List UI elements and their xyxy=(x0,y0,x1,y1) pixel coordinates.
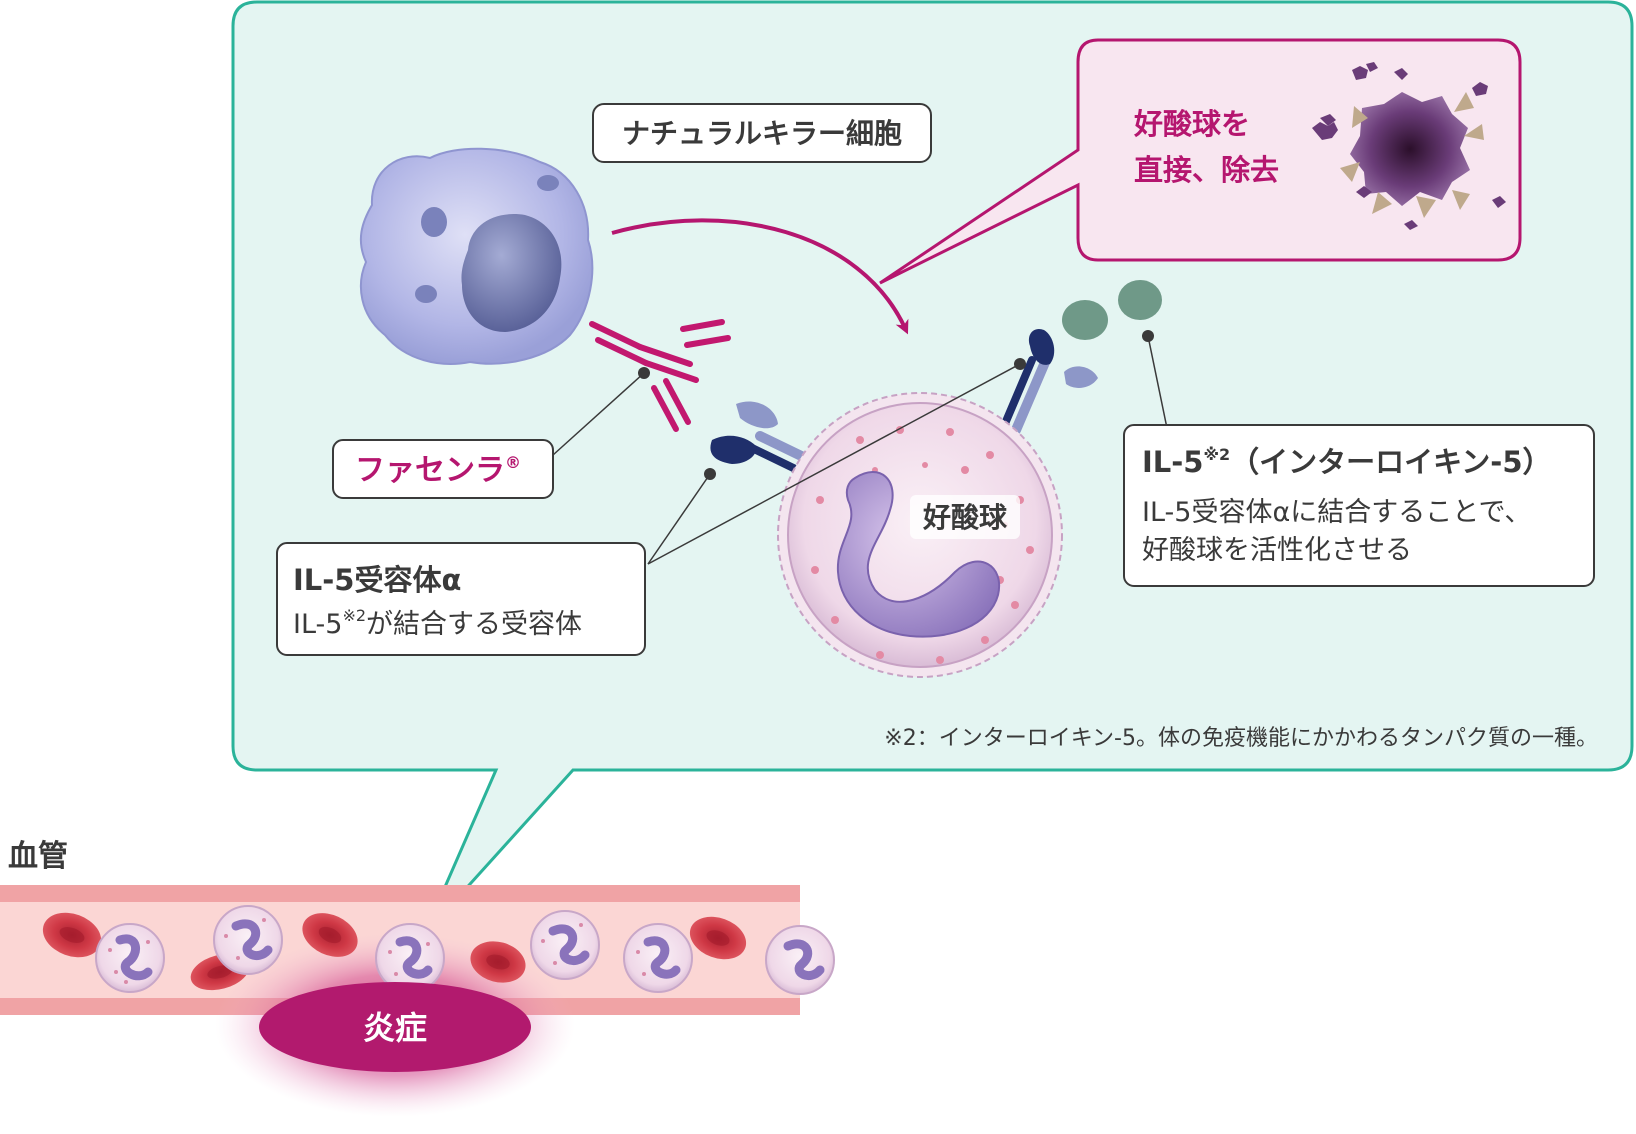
attack-arrow xyxy=(611,218,909,335)
eosinophil-small-icon xyxy=(765,925,835,995)
removal-text-line1: 好酸球を xyxy=(1133,107,1250,141)
vessel-eosinophils xyxy=(95,905,835,995)
red-blood-cell-icon xyxy=(470,941,526,983)
eosinophil-small-icon xyxy=(95,923,165,993)
red-blood-cell-icon xyxy=(302,913,358,957)
inflammation-badge: 炎症 xyxy=(259,982,531,1072)
il5-receptor-desc-prefix: IL-5 xyxy=(293,609,342,640)
antibody-icon xyxy=(589,319,731,432)
il5-molecule-icon xyxy=(1062,280,1162,340)
il5-description-line2: 好酸球を活性化させる xyxy=(1142,535,1412,566)
footnote: ※2：インターロイキン-5。体の免疫機能にかかわるタンパク質の一種。 xyxy=(884,726,1598,751)
nk-cell-label: ナチュラルキラー細胞 xyxy=(622,117,902,150)
il5-receptor-description: IL-5※2が結合する受容体 xyxy=(293,606,582,640)
eosinophil-nucleus xyxy=(836,471,1001,638)
nk-cell-label-box: ナチュラルキラー細胞 xyxy=(592,103,932,163)
removal-callout: 好酸球を 直接、除去 xyxy=(879,38,1522,285)
inflammation-label: 炎症 xyxy=(363,1009,427,1047)
connector-lines xyxy=(552,335,1169,565)
il5-title-prefix: IL-5 xyxy=(1142,445,1203,479)
red-blood-cell-icon xyxy=(42,912,102,958)
nk-cell-icon xyxy=(359,147,594,365)
il5-label-frame xyxy=(1123,424,1595,587)
fasenra-registered-mark: ® xyxy=(505,453,521,472)
destroyed-cell-icon xyxy=(1312,62,1506,230)
nk-vacuole xyxy=(415,285,437,303)
il5-receptor-desc-sup: ※2 xyxy=(342,606,366,625)
il5-description-line1: IL-5受容体αに結合することで、 xyxy=(1142,497,1531,528)
removal-text-line2: 直接、除去 xyxy=(1134,153,1279,187)
il5-receptor-label-box: IL-5受容体α IL-5※2が結合する受容体 xyxy=(276,542,646,656)
eosinophil-small-icon xyxy=(530,910,600,980)
il5-receptor-title: IL-5受容体α xyxy=(293,563,461,597)
il5-label-box: IL-5※2（インターロイキン-5） IL-5受容体αに結合することで、 好酸球… xyxy=(1123,424,1595,587)
eosinophil-label: 好酸球 xyxy=(922,501,1008,534)
removal-callout-frame xyxy=(879,38,1522,285)
nk-cell-nucleus xyxy=(461,214,562,332)
fasenra-label-box: ファセンラ® xyxy=(332,439,554,499)
red-blood-cell-icon xyxy=(689,916,747,960)
eosinophil-label-bg xyxy=(910,495,1020,539)
eosinophil-small-icon xyxy=(623,923,693,993)
nk-cell-label-frame xyxy=(592,103,932,163)
il5-title-suffix: （インターロイキン-5） xyxy=(1230,445,1551,479)
il5-receptor-label-frame xyxy=(276,542,646,656)
fasenra-name: ファセンラ xyxy=(355,453,505,488)
fasenra-label: ファセンラ® xyxy=(355,453,521,488)
il5-title: IL-5※2（インターロイキン-5） xyxy=(1142,445,1552,479)
connector-dots xyxy=(638,330,1154,480)
nk-vacuole xyxy=(537,175,559,191)
eosinophil-small-icon xyxy=(213,905,283,975)
nk-vacuole xyxy=(421,207,447,237)
eosinophil-small-icon xyxy=(375,923,445,993)
receptor-icon xyxy=(1000,328,1098,435)
vessel-wall-top xyxy=(0,885,800,902)
inflammation-ellipse xyxy=(259,982,531,1072)
il5-receptor-desc-suffix: が結合する受容体 xyxy=(366,609,582,640)
il5-title-sup: ※2 xyxy=(1203,445,1230,464)
red-blood-cells xyxy=(42,912,747,991)
blood-vessel-label: 血管 xyxy=(8,839,68,874)
fasenra-label-frame xyxy=(332,439,554,499)
eosinophil-icon: 好酸球 xyxy=(777,392,1063,678)
